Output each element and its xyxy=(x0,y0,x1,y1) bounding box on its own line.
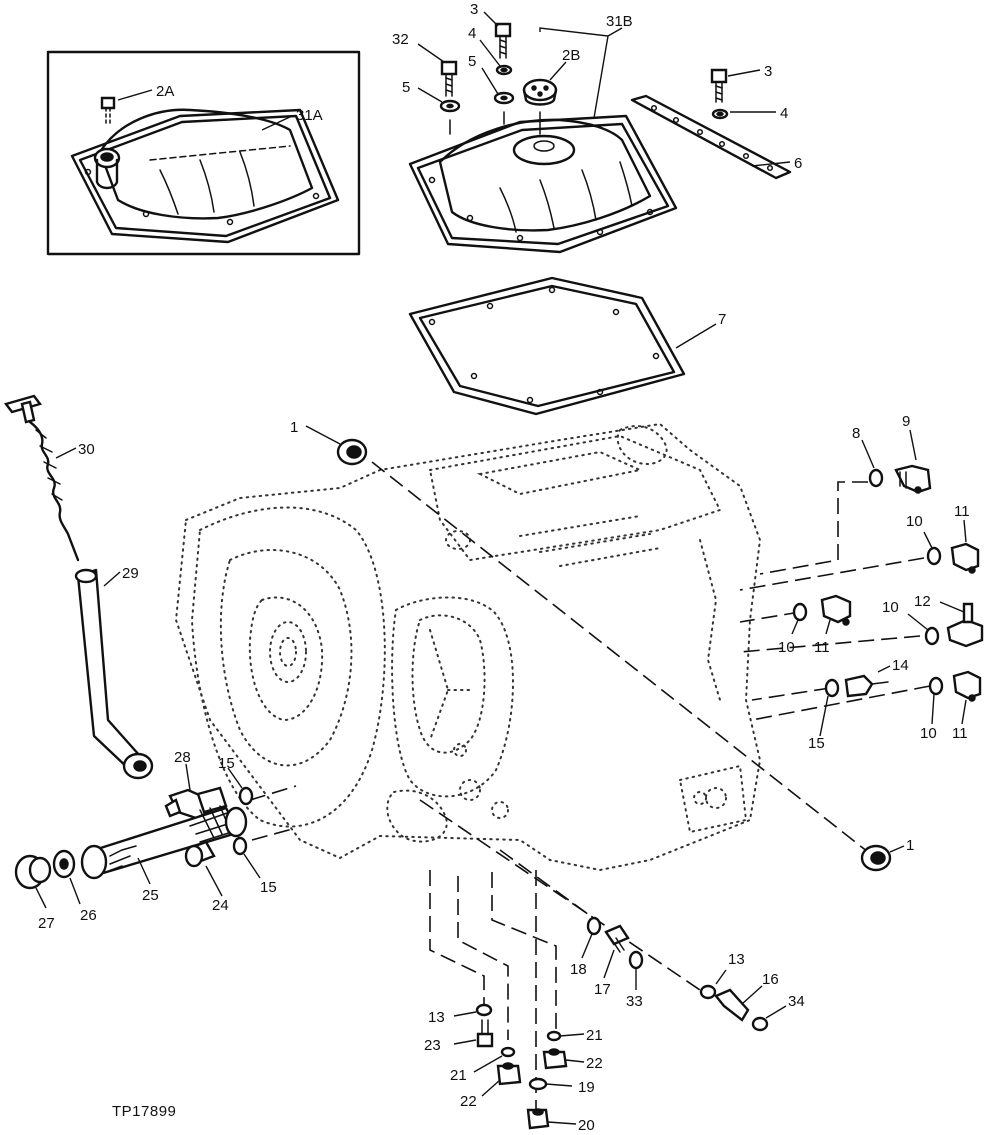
callout-12: 12 xyxy=(914,593,931,610)
inset-cover-31a xyxy=(46,50,361,256)
callout-10: 10 xyxy=(906,513,923,530)
bottom-fittings xyxy=(453,916,787,1130)
callout-17: 17 xyxy=(594,981,611,998)
callout-2b: 2B xyxy=(562,47,580,64)
callout-3: 3 xyxy=(764,63,772,80)
cover-31b xyxy=(408,27,678,254)
callout-20: 20 xyxy=(578,1117,595,1134)
callout-13: 13 xyxy=(728,951,745,968)
callout-7: 7 xyxy=(718,311,726,328)
callout-1: 1 xyxy=(290,419,298,436)
callout-33: 33 xyxy=(626,993,643,1010)
callout-34: 34 xyxy=(788,993,805,1010)
callout-3: 3 xyxy=(470,1,478,18)
callout-11: 11 xyxy=(814,639,830,656)
transmission-housing-outline xyxy=(174,422,762,872)
callout-22: 22 xyxy=(586,1055,603,1072)
figure-reference-code: TP17899 xyxy=(112,1103,176,1120)
callout-31b: 31B xyxy=(606,13,633,30)
callout-16: 16 xyxy=(762,971,779,988)
callout-4: 4 xyxy=(468,25,476,42)
callout-10: 10 xyxy=(778,639,795,656)
callout-11: 11 xyxy=(952,725,968,742)
callout-15: 15 xyxy=(218,755,235,772)
callout-23: 23 xyxy=(424,1037,441,1054)
plug-1-bottom xyxy=(860,844,905,872)
callout-31a: 31A xyxy=(296,107,323,124)
callout-15: 15 xyxy=(260,879,277,896)
callout-labels: 1 1 2A 2B 3 3 4 4 5 5 6 7 8 9 10 10 10 1… xyxy=(38,1,970,1134)
strip-6 xyxy=(630,94,792,180)
fasteners-top xyxy=(417,11,776,135)
plug-1-top xyxy=(305,425,368,466)
callout-29: 29 xyxy=(122,565,139,582)
callout-1: 1 xyxy=(906,837,914,854)
callout-21: 21 xyxy=(450,1067,467,1084)
callout-21: 21 xyxy=(586,1027,603,1044)
callout-2a: 2A xyxy=(156,83,174,100)
callout-10: 10 xyxy=(920,725,937,742)
callout-30: 30 xyxy=(78,441,95,458)
callout-6: 6 xyxy=(794,155,802,172)
callout-11: 11 xyxy=(954,503,970,520)
callout-32: 32 xyxy=(392,31,409,48)
callout-4: 4 xyxy=(780,105,788,122)
callout-13: 13 xyxy=(428,1009,445,1026)
callout-14: 14 xyxy=(892,657,909,674)
filter-assembly xyxy=(14,763,261,909)
callout-5: 5 xyxy=(468,53,476,70)
callout-19: 19 xyxy=(578,1079,595,1096)
gasket-7 xyxy=(408,276,717,416)
callout-15: 15 xyxy=(808,735,825,752)
alignment-line xyxy=(371,461,869,853)
plug-2b xyxy=(522,61,567,135)
dipstick-30 xyxy=(3,394,80,562)
callout-10: 10 xyxy=(882,599,899,616)
callout-8: 8 xyxy=(852,425,860,442)
callout-26: 26 xyxy=(80,907,97,924)
callout-24: 24 xyxy=(212,897,229,914)
callout-27: 27 xyxy=(38,915,55,932)
callout-18: 18 xyxy=(570,961,587,978)
callout-9: 9 xyxy=(902,413,910,430)
callout-5: 5 xyxy=(402,79,410,96)
hydraulic-dash-leads xyxy=(249,481,931,1110)
right-fittings xyxy=(791,429,984,737)
callout-28: 28 xyxy=(174,749,191,766)
callout-22: 22 xyxy=(460,1093,477,1110)
callout-25: 25 xyxy=(142,887,159,904)
tube-29 xyxy=(74,568,154,780)
